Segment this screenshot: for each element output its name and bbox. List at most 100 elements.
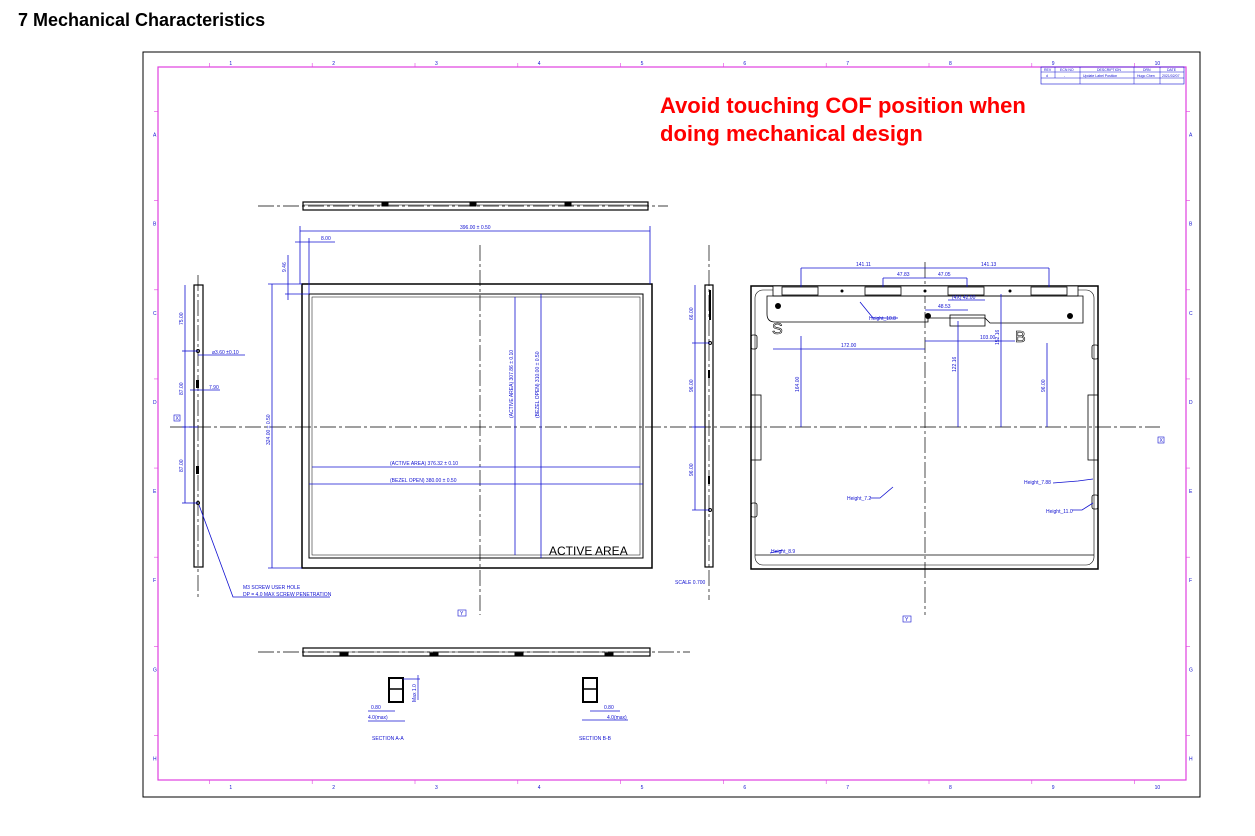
section-b-label: SECTION B-B — [579, 736, 612, 742]
grid-row-label: H — [153, 756, 157, 762]
dim-left-87a: 87.00 — [179, 382, 185, 395]
front-view: 396.00 ± 0.50 8.00 9.46 324.00 ± 0.50 (A… — [266, 225, 653, 569]
section-a-dim2: 4.0(max) — [368, 715, 388, 721]
height-7-88: Height_7.88 — [1024, 480, 1051, 486]
grid-row-label: B — [153, 222, 157, 228]
grid-col-label: 8 — [949, 785, 952, 791]
grid-col-label: 6 — [743, 61, 746, 67]
grid-col-label: 1 — [229, 785, 232, 791]
grid-col-label: 8 — [949, 61, 952, 67]
section-a-dim1: 0.80 — [371, 705, 381, 711]
grid-row-label: A — [1189, 133, 1193, 139]
axis-x-marker-left: X — [176, 416, 180, 422]
grid-row-label: G — [1189, 667, 1193, 673]
grid-row-label: C — [1189, 311, 1193, 317]
centerlines — [170, 205, 1160, 653]
tb-rev: d — [1046, 74, 1048, 78]
dim-left-75: 75.00 — [179, 312, 185, 325]
screw-note-2: DP = 4.0 MAX SCREW PENETRATION — [243, 592, 332, 598]
grid-row-label: A — [153, 133, 157, 139]
dim-bezel-open-v: (BEZEL OPEN) 310.00 ± 0.50 — [535, 351, 541, 418]
grid-col-label: 5 — [641, 785, 644, 791]
dim-rear-141-11: 141.11 — [856, 262, 871, 268]
grid-col-label: 4 — [538, 61, 541, 67]
height-7-2: Height_7.2 — [847, 496, 871, 502]
tb-desc: Update Label Position — [1083, 74, 1117, 78]
active-area-label: ACTIVE AREA — [549, 544, 628, 558]
dim-122-16: 122.16 — [952, 356, 958, 372]
dim-active-area-v: (ACTIVE AREA) 307.86 ± 0.10 — [509, 350, 515, 418]
tb-date: 2021/02/07 — [1162, 74, 1180, 78]
dim-hole: ø3.60 ±0.10 — [212, 350, 239, 356]
grid-col-label: 9 — [1052, 785, 1055, 791]
dim-152-16: 152.16 — [995, 329, 1001, 345]
tb-header-date: DATE — [1167, 68, 1177, 72]
section-b-dim2: 4.0(max) — [607, 715, 627, 721]
tb-header-drn: DRN — [1143, 68, 1151, 72]
grid-col-label: 10 — [1155, 785, 1161, 791]
grid-row-label: B — [1189, 222, 1193, 228]
tb-header-ecn: ECN NO — [1060, 68, 1074, 72]
tb-header-rev: REV — [1044, 68, 1052, 72]
grid-col-label: 2 — [332, 61, 335, 67]
dim-height: 324.00 ± 0.50 — [266, 414, 272, 445]
bottom-edge-view — [302, 647, 651, 657]
title-block: REV ECN NO DESCRIPTION DRN DATE d - Upda… — [1040, 66, 1185, 85]
grid-row-label: D — [1189, 400, 1193, 406]
dim-depth: 7.90 — [209, 385, 219, 391]
height-8-9: Height_8.9 — [771, 549, 795, 555]
drawing-frame — [142, 51, 1201, 798]
mark-b: B — [1015, 329, 1026, 346]
axis-y-marker-rear: Y — [905, 617, 909, 623]
tb-ecn: - — [1064, 74, 1066, 78]
top-edge-view — [302, 201, 649, 211]
grid-col-label: 7 — [846, 61, 849, 67]
grid-col-label: 2 — [332, 785, 335, 791]
axis-x-marker-right: X — [1160, 438, 1164, 444]
dim-rear-141-13: 141.13 — [981, 262, 997, 268]
mark-s: S — [772, 321, 783, 338]
grid-row-label: D — [153, 400, 157, 406]
grid-col-label: 9 — [1052, 61, 1055, 67]
dim-103: 103.00 — [980, 335, 996, 341]
sheet-border — [157, 66, 1187, 781]
grid-col-label: 7 — [846, 785, 849, 791]
grid-row-label: G — [153, 667, 157, 673]
dim-bezel-offset: 8.00 — [321, 236, 331, 242]
section-b-dim1: 0.80 — [604, 705, 614, 711]
rear-view: 141.11 47.83 47.05 141.13 (4X) 42.00 48.… — [457, 262, 1165, 623]
grid-col-label: 10 — [1155, 61, 1161, 67]
dim-right-96b: 96.00 — [689, 463, 695, 476]
left-side-view: 75.00 87.00 87.00 ø3.60 ±0.10 7.90 M3 SC… — [173, 284, 332, 598]
cof-warning-line-2: doing mechanical design — [660, 121, 923, 146]
grid-row-label: E — [1189, 489, 1193, 495]
axis-y-marker-front: Y — [460, 611, 464, 617]
dim-right-66: 66.00 — [689, 307, 695, 320]
dim-rear-47-05: 47.05 — [938, 272, 951, 278]
scale-label: SCALE 0.700 — [675, 580, 706, 586]
dim-cof: (4X) 42.00 — [952, 295, 976, 301]
grid-row-label: E — [153, 489, 157, 495]
grid-col-label: 3 — [435, 61, 438, 67]
tb-drn: Hugo Chen — [1137, 74, 1155, 78]
dim-width: 396.00 ± 0.50 — [460, 225, 491, 231]
dim-rear-47-83: 47.83 — [897, 272, 910, 278]
height-10-8: Height_10.8 — [869, 316, 896, 322]
cof-warning-line-1: Avoid touching COF position when — [660, 93, 1026, 118]
dim-right-96a: 96.00 — [689, 379, 695, 392]
dim-left-87b: 87.00 — [179, 459, 185, 472]
grid-row-label: H — [1189, 756, 1193, 762]
right-side-view: 66.00 96.00 96.00 SCALE 0.700 — [675, 284, 714, 586]
dim-bezel-open-h: (BEZEL OPEN) 380.00 ± 0.50 — [390, 478, 457, 484]
grid-col-label: 3 — [435, 785, 438, 791]
dim-172: 172.00 — [841, 343, 857, 349]
section-a-a: Max 1.0 0.80 4.0(max) SECTION A-A — [368, 675, 420, 742]
grid-col-label: 1 — [229, 61, 232, 67]
dim-164: 164.00 — [795, 376, 801, 392]
grid-col-label: 5 — [641, 61, 644, 67]
grid-row-label: F — [1189, 578, 1192, 584]
grid-row-label: F — [153, 578, 156, 584]
dim-48-53: 48.53 — [938, 304, 951, 310]
